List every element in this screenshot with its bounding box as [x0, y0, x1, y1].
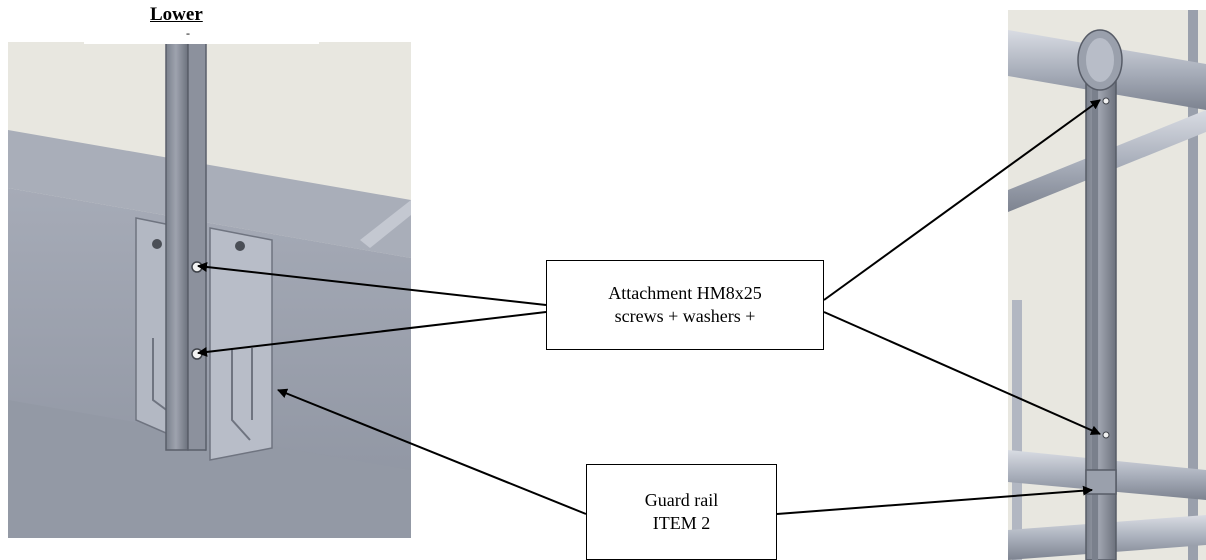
guard-rail-callout-line2: ITEM 2	[652, 513, 711, 533]
guard-rail-callout-line1: Guard rail	[644, 490, 719, 510]
view-heading-suffix: -	[186, 26, 190, 40]
callout-arrows	[197, 99, 1101, 515]
attachment-callout-line1: Attachment HM8x25	[608, 283, 762, 303]
arrow-attach-lower-left	[197, 311, 547, 357]
view-heading: Lower	[150, 4, 203, 25]
arrow-attach-upper-left	[197, 262, 547, 306]
right-cad-view	[1008, 10, 1206, 560]
arrow-attach-lower-right	[823, 311, 1101, 435]
left-cad-view	[8, 42, 411, 538]
arrow-attach-upper-right	[823, 99, 1101, 301]
arrow-guard-right	[776, 485, 1093, 515]
attachment-callout-line2: screws + washers +	[614, 306, 756, 326]
arrow-guard-left	[277, 388, 587, 515]
attachment-callout: Attachment HM8x25 screws + washers +	[546, 260, 824, 350]
guard-rail-callout: Guard rail ITEM 2	[586, 464, 777, 560]
